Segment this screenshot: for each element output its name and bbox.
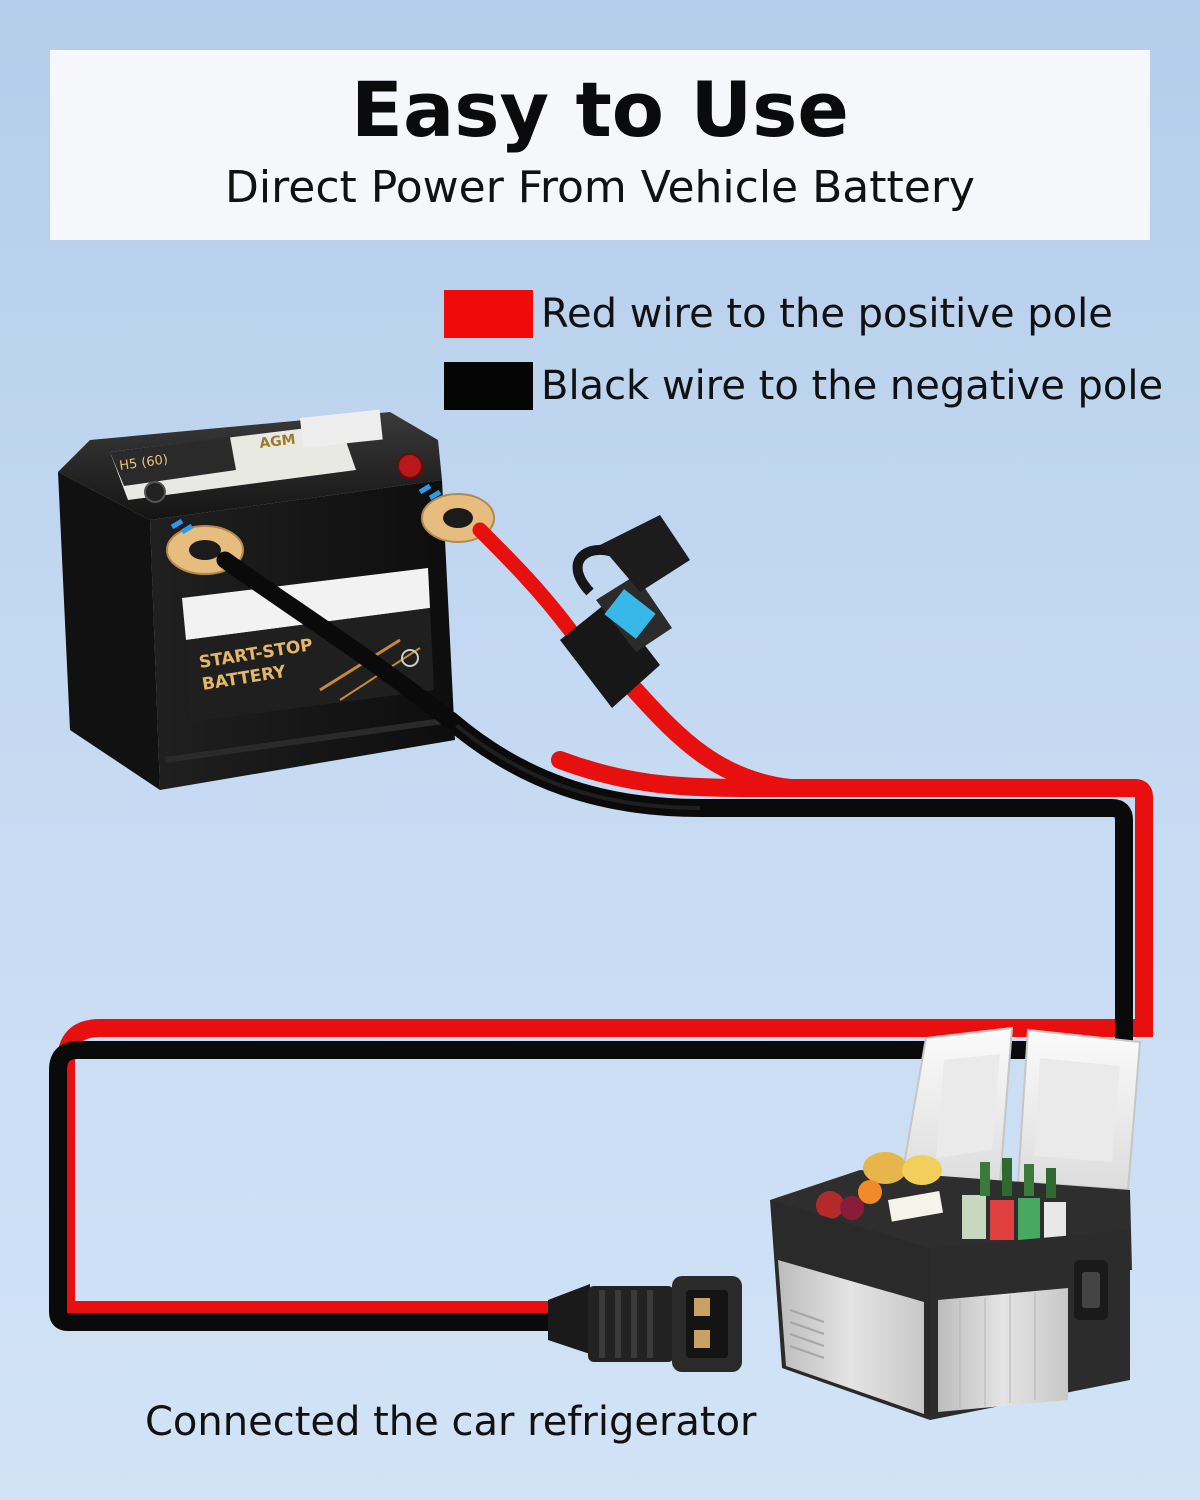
blade-fuse [604,589,656,639]
fuse-cap [600,515,690,592]
refrigerator-caption: Connected the car refrigerator [145,1399,757,1445]
legend-label-red: Red wire to the positive pole [541,291,1113,337]
car-refrigerator [770,1026,1142,1420]
negative-terminal [144,481,166,503]
fridge-power-plug [548,1276,742,1372]
arrow-icon [418,483,442,501]
battery-model-text: H5 (60) [118,452,168,474]
red-swatch [444,290,533,338]
positive-terminal [397,453,423,479]
inline-fuse-holder [560,515,690,708]
recycle-icon [401,649,419,667]
legend-label-black: Black wire to the negative pole [541,363,1164,409]
header-banner [50,50,1150,240]
battery-top-label: AGM [259,432,297,452]
arrow-icon [170,518,194,535]
page-subtitle: Direct Power From Vehicle Battery [225,162,975,213]
page-title: Easy to Use [351,65,849,154]
red-lead [472,522,578,638]
black-swatch [444,362,533,410]
cable-loop [49,711,1153,1331]
black-lead [216,551,459,729]
